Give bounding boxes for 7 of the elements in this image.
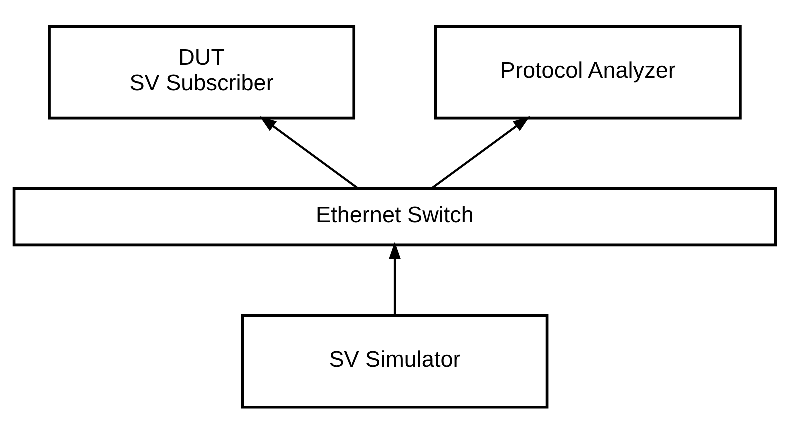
node-box: Protocol Analyzer [434, 24, 742, 120]
node-box: DUT SV Subscriber [48, 24, 356, 120]
node-box: SV Simulator [241, 314, 549, 408]
arrow [389, 242, 401, 316]
node-box: Ethernet Switch [12, 186, 778, 246]
arrow [431, 116, 530, 189]
arrow [260, 116, 359, 189]
